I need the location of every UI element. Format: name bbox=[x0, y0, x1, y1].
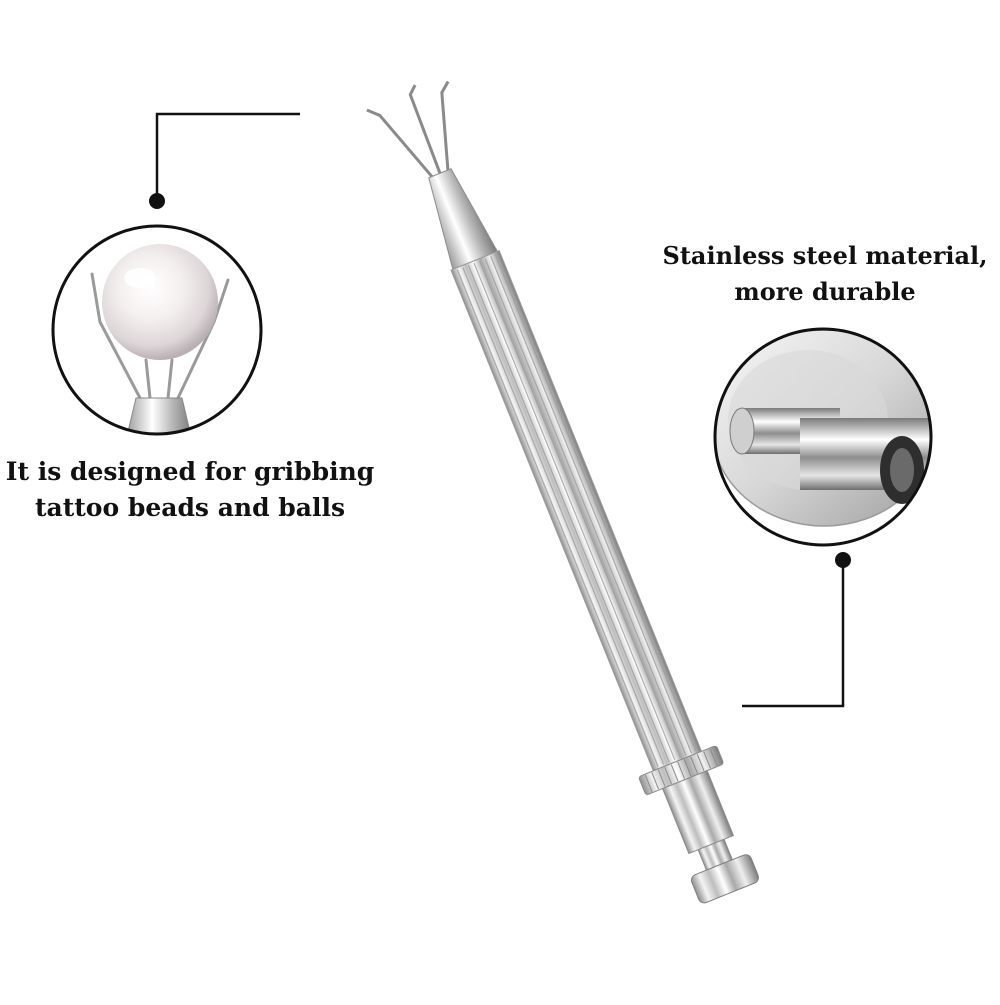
callout-right-line1: Stainless steel material, bbox=[662, 241, 988, 270]
callout-right-dot bbox=[835, 552, 851, 568]
pearl-in-prong-icon bbox=[51, 224, 263, 436]
callout-left-connector bbox=[155, 112, 300, 201]
callout-right-line2: more durable bbox=[734, 277, 916, 306]
plunger-end-icon bbox=[713, 327, 933, 547]
tool-prongs bbox=[366, 80, 450, 180]
callout-left-dot bbox=[149, 193, 165, 209]
bead-holder-tool bbox=[366, 80, 759, 904]
callout-right-connector bbox=[742, 560, 845, 708]
callout-left-line2: tattoo beads and balls bbox=[34, 493, 346, 522]
callout-left-line1: It is designed for gribbing bbox=[5, 457, 375, 486]
tool-collet bbox=[428, 168, 499, 271]
tool-handle bbox=[450, 249, 703, 772]
pearl-bead bbox=[102, 244, 218, 360]
callout-left-caption: It is designed for gribbing tattoo beads… bbox=[0, 454, 380, 526]
callout-right-caption: Stainless steel material, more durable bbox=[650, 238, 1000, 310]
tool-plunger bbox=[661, 769, 759, 904]
